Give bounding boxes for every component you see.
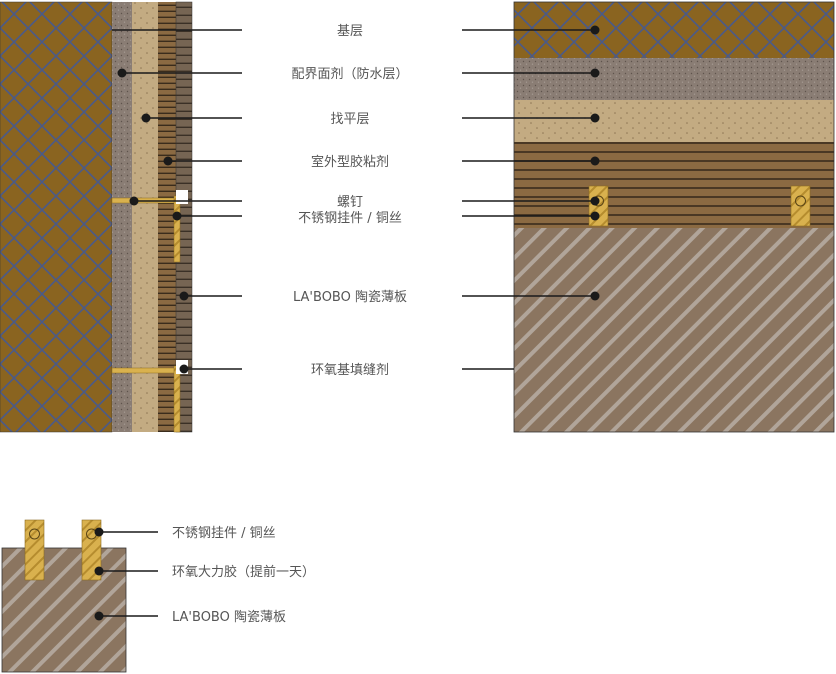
hanger-clip-1	[588, 185, 609, 227]
label-hanger: 不锈钢挂件 / 铜丝	[298, 211, 402, 226]
hanger-lower	[173, 365, 181, 433]
leader-dots	[117, 25, 600, 374]
adhesive-band	[514, 142, 834, 228]
filler-upper	[176, 190, 188, 204]
detail-label-hanger: 不锈钢挂件 / 铜丝	[172, 526, 276, 541]
label-screw: 螺钉	[337, 195, 363, 210]
base-layer	[0, 1, 113, 433]
screw-lower	[111, 367, 179, 374]
detail-label-epoxy-glue: 环氧大力胶（提前一天）	[172, 564, 315, 580]
adhesive-layer	[158, 2, 176, 432]
panel-band	[514, 228, 834, 432]
right-section	[513, 1, 835, 433]
interface-layer	[112, 2, 132, 432]
layer-labels: 基层 配界面剂（防水层） 找平层 室外型胶粘剂 螺钉 不锈钢挂件 / 铜丝 LA…	[291, 24, 408, 378]
detail-label-panel: LA'BOBO 陶瓷薄板	[172, 609, 286, 625]
right-outline	[513, 1, 835, 433]
detail-section: 不锈钢挂件 / 铜丝 环氧大力胶（提前一天） LA'BOBO 陶瓷薄板	[1, 519, 315, 673]
hanger-clip-2	[790, 185, 811, 227]
leveling-band	[514, 100, 834, 142]
label-panel: LA'BOBO 陶瓷薄板	[293, 289, 407, 305]
label-adhesive: 室外型胶粘剂	[311, 154, 389, 170]
hanger-upper	[173, 195, 181, 263]
label-leveling: 找平层	[330, 112, 369, 127]
label-base: 基层	[337, 24, 363, 39]
detail-dots	[94, 527, 104, 621]
label-interface: 配界面剂（防水层）	[291, 66, 408, 82]
leaders	[112, 29, 595, 370]
detail-panel	[1, 547, 127, 673]
interface-band	[514, 58, 834, 100]
detail-leaders	[99, 531, 158, 617]
left-section	[0, 1, 193, 433]
leveling-layer	[132, 2, 158, 432]
detail-hanger-1	[24, 519, 45, 581]
label-epoxy-filler: 环氧基填缝剂	[311, 363, 389, 378]
